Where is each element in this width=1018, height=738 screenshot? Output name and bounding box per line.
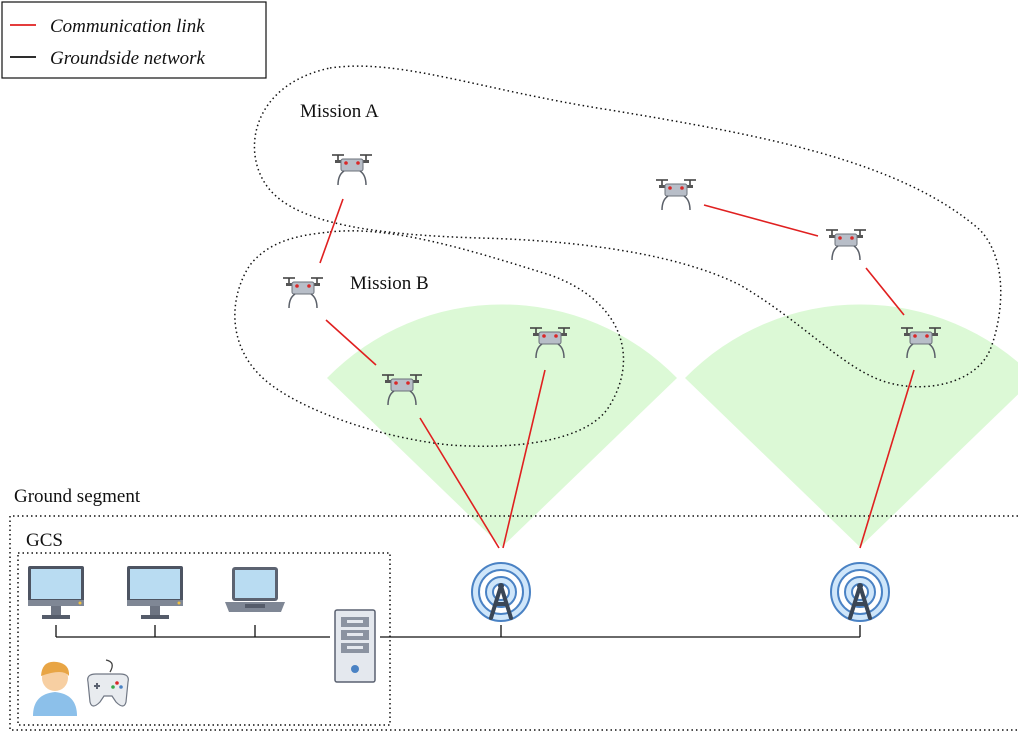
- link-drone-b2-tower1: [419, 417, 500, 549]
- antenna-tower-icon: [470, 561, 532, 623]
- link-drone-a3-a4: [865, 267, 905, 316]
- ground-segment-boundary: [9, 515, 1018, 731]
- legend: Communication link Groundside network: [1, 1, 267, 79]
- desktop-monitor-icon: [127, 566, 183, 619]
- drone-icon: [825, 229, 867, 261]
- mission-b-boundary: [234, 230, 625, 447]
- user-avatar-icon: [33, 661, 77, 716]
- legend-box: [1, 1, 267, 79]
- mission-a-label: Mission A: [300, 101, 379, 122]
- groundside-network: [55, 625, 861, 638]
- drone-icon: [331, 154, 373, 186]
- link-drone-a1-b1: [319, 198, 344, 264]
- antenna-tower-icon: [829, 561, 891, 623]
- coverage-area-left: [327, 304, 677, 547]
- gcs-label: GCS: [26, 530, 63, 551]
- link-drone-a2-a3: [703, 204, 819, 237]
- ground-segment-label: Ground segment: [14, 486, 141, 507]
- laptop-icon: [225, 567, 285, 612]
- drone-icon: [282, 277, 324, 309]
- legend-label-network: Groundside network: [50, 48, 206, 69]
- server-tower-icon: [334, 609, 376, 683]
- link-drone-b3-tower1: [502, 369, 546, 549]
- link-drone-a4-tower2: [859, 369, 915, 549]
- coverage-area-right: [685, 304, 1018, 547]
- communication-links: [319, 198, 915, 549]
- legend-label-communication: Communication link: [50, 16, 205, 37]
- mission-a-boundary: [253, 65, 1002, 388]
- desktop-monitor-icon: [28, 566, 84, 619]
- link-drone-b1-b2: [325, 319, 377, 366]
- drone-icon: [655, 179, 697, 211]
- gamepad-icon: [87, 659, 129, 707]
- gcs-boundary: [17, 552, 391, 726]
- mission-b-label: Mission B: [350, 273, 429, 294]
